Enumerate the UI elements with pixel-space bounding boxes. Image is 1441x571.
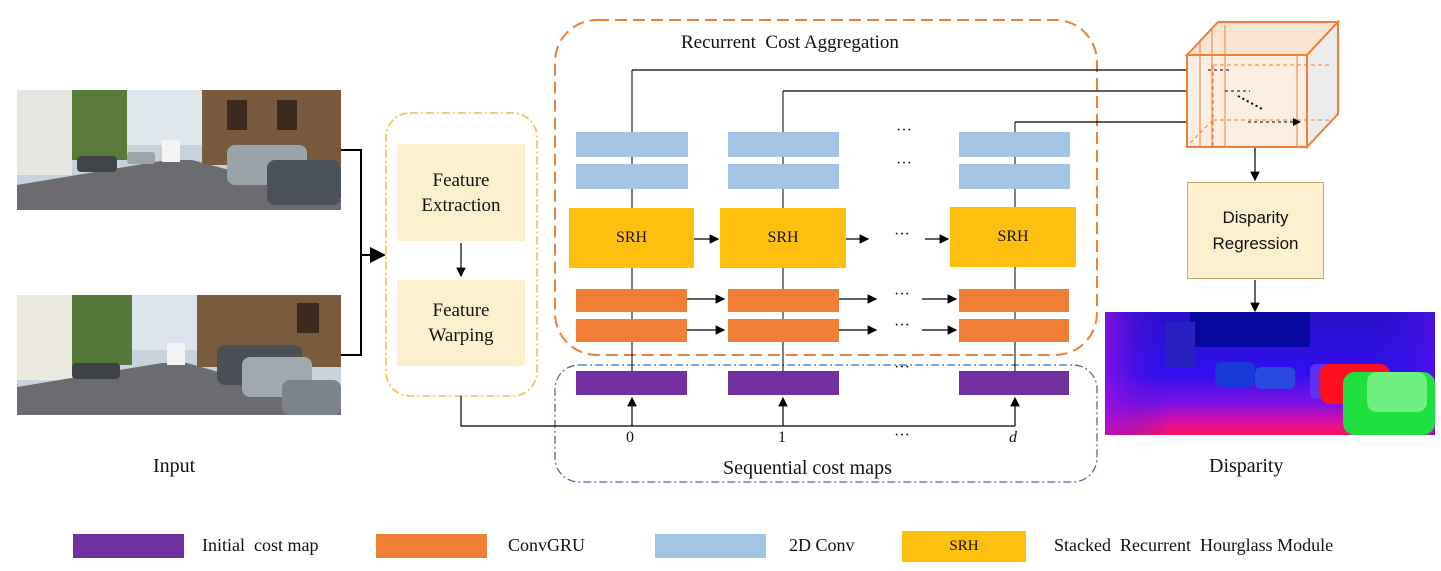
feature-warping-box: Feature Warping (397, 280, 525, 366)
srh-label: SRH (767, 229, 799, 246)
ellipsis: ··· (894, 359, 910, 376)
aggregation-title: Recurrent Cost Aggregation (681, 32, 899, 53)
feature-extraction-box: Feature Extraction (397, 144, 525, 241)
ellipsis: ··· (894, 427, 910, 444)
convgru-block (576, 319, 687, 342)
disparity-regression-box: Disparity Regression (1187, 182, 1324, 279)
cost-map-index-0: 0 (626, 429, 634, 446)
cost-maps-title: Sequential cost maps (723, 457, 892, 479)
cost-maps-frame (554, 364, 1098, 483)
left-input-image (17, 90, 341, 210)
convgru-block (576, 289, 687, 312)
srh-block: SRH (720, 208, 846, 268)
srh-label: SRH (997, 228, 1029, 245)
legend-swatch-srh-label: SRH (949, 538, 979, 554)
srh-block: SRH (569, 208, 694, 268)
ellipsis: ··· (896, 122, 912, 139)
disparity-regression-label: Disparity Regression (1212, 207, 1299, 253)
ellipsis: ··· (894, 286, 910, 303)
srh-label: SRH (615, 229, 648, 246)
cost-map-index-d: d (1009, 429, 1017, 446)
initial-cost-map-block (959, 371, 1069, 395)
aggregation-frame (554, 19, 1098, 356)
legend: Initial cost map ConvGRU 2D Conv SRH Sta… (0, 528, 1441, 564)
legend-swatch-convgru (376, 534, 487, 558)
ellipsis: ··· (896, 155, 912, 172)
disparity-map-image (1105, 312, 1435, 435)
conv2d-block (576, 164, 688, 189)
ellipsis: ··· (894, 226, 910, 243)
conv2d-block (728, 132, 839, 157)
conv2d-block (959, 164, 1070, 189)
ellipsis: ··· (894, 317, 910, 334)
initial-cost-map-block (576, 371, 687, 395)
input-label: Input (153, 455, 196, 477)
convgru-block (959, 289, 1069, 312)
convgru-block (728, 289, 839, 312)
initial-cost-map-block (728, 371, 839, 395)
legend-label-convgru: ConvGRU (508, 535, 586, 555)
conv2d-block (728, 164, 839, 189)
feature-extraction-label: Feature Extraction (421, 169, 501, 216)
legend-swatch-srh: SRH (902, 531, 1026, 562)
feature-warping-label: Feature Warping (428, 300, 494, 346)
conv2d-block (576, 132, 688, 157)
cost-map-index-1: 1 (778, 429, 786, 446)
conv2d-block (959, 132, 1070, 157)
disparity-label: Disparity (1209, 455, 1284, 477)
legend-label-srh: Stacked Recurrent Hourglass Module (1054, 535, 1334, 555)
cost-volume-cube (1184, 19, 1341, 150)
legend-swatch-2d-conv (655, 534, 766, 558)
convgru-block (959, 319, 1069, 342)
legend-label-initial-cost-map: Initial cost map (202, 535, 319, 555)
legend-swatch-initial-cost-map (73, 534, 184, 558)
legend-label-2d-conv: 2D Conv (789, 535, 855, 555)
convgru-block (728, 319, 839, 342)
right-input-image (17, 295, 341, 415)
srh-block: SRH (950, 207, 1076, 267)
